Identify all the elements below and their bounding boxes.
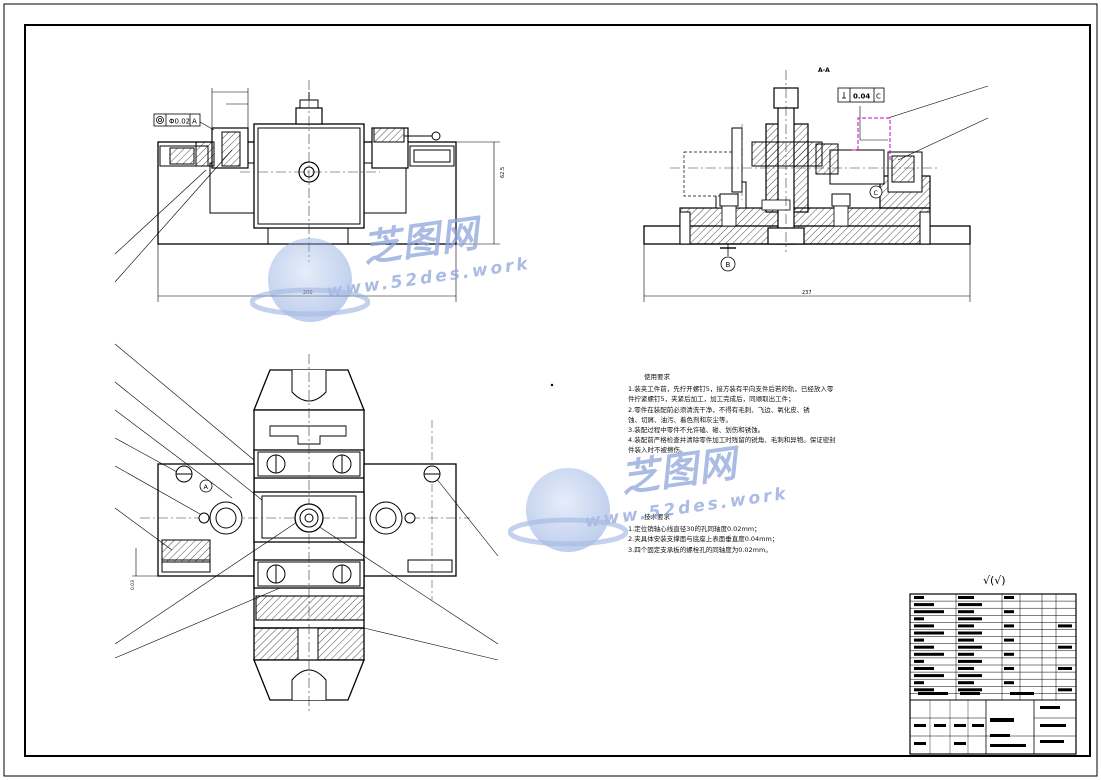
title-block-text-bar (1004, 681, 1014, 685)
title-block-text-bar (990, 718, 1014, 722)
front-view (114, 80, 500, 302)
title-block-text-bar (958, 674, 982, 678)
section-width-dimension: 237 (802, 290, 812, 296)
title-block-text-blocks (914, 596, 1072, 747)
title-block-text-bar (914, 610, 944, 614)
outer-border (3, 3, 1098, 777)
title-block-text-bar (914, 631, 944, 635)
usage-note-line: 蚀、切屑、油污、着色剂和灰尘等。 (628, 415, 732, 424)
title-block-text-bar (914, 724, 926, 727)
title-block-text-bar (914, 603, 934, 607)
flatness-tolerance-frame (837, 87, 885, 103)
title-block-text-bar (954, 742, 966, 745)
title-block-text-bar (914, 667, 934, 670)
title-block-text-bar (958, 617, 982, 621)
tech-note-line: 2.夹具体安装支撑面与底座上表面垂直度0.04mm； (628, 535, 779, 544)
highlighted-contour (852, 117, 891, 160)
usage-note-line: 件拧紧螺钉5，夹紧后加工，加工完成后，同顺取出工件； (628, 395, 795, 404)
title-block-text-bar (1010, 692, 1034, 695)
title-block-text-bar (972, 724, 984, 727)
title-block-text-bar (958, 603, 982, 607)
detail-a-bubble (199, 479, 213, 493)
title-block-text-bar (1004, 610, 1014, 614)
title-block-text-bar (1058, 645, 1072, 649)
usage-note-line: 2.零件在装配前必须清洗干净，不得有毛刺、飞边、氧化皮、锈 (628, 405, 810, 414)
title-block-text-bar (1004, 624, 1014, 628)
coaxiality-datum: A (192, 118, 197, 126)
title-block-text-bar (958, 645, 982, 649)
title-block-text-bar (1058, 667, 1072, 670)
title-block-text-bar (1004, 667, 1014, 670)
title-block-text-bar (914, 688, 934, 692)
title-block-text-bar (958, 631, 982, 635)
title-block-text-bar (914, 617, 924, 621)
title-block-text-bar (914, 645, 934, 649)
title-block-text-bar (958, 652, 974, 656)
title-block-text-bar (960, 692, 980, 695)
title-block-text-bar (914, 659, 924, 663)
datum-b-bubble (720, 256, 736, 272)
coaxiality-value: Φ0.02 (169, 118, 190, 126)
title-block-text-bar (914, 624, 934, 628)
datum-c-label: C (874, 189, 879, 197)
title-block-text-bar (1058, 688, 1072, 692)
title-block-text-bar (958, 624, 974, 628)
title-block-text-bar (958, 638, 974, 642)
title-block-text-bar (1004, 652, 1014, 656)
front-width-dimension: 200 (303, 290, 313, 296)
title-block-text-bar (914, 652, 944, 656)
tech-notes: 技术要求 1.定位销轴心线直径30的孔同轴度0.02mm； 2.夹具体安装支撑面… (628, 512, 778, 555)
title-block-text-bar (958, 596, 974, 599)
title-block-text-bar (914, 681, 924, 685)
title-block-text-bar (1040, 740, 1064, 743)
flatness-datum: C (876, 93, 881, 101)
datum-b-label: B (726, 261, 731, 269)
usage-note-line: 4.装配前严格检查并清除零件加工时残留的锐角、毛刺和异物。保证密封 (628, 436, 836, 445)
title-block-text-bar (954, 724, 966, 727)
section-view (643, 70, 989, 302)
section-label: A-A (818, 67, 830, 74)
title-block-text-bar (1004, 596, 1014, 599)
usage-note-line: 1.装夹工件前，先拧开螺钉5，接方装有平向支件后若的轨，已经放入零 (628, 385, 834, 394)
title-block-text-bar (958, 688, 982, 692)
title-block-text-bar (1004, 638, 1014, 642)
title-block-text-bar (958, 667, 974, 670)
title-block-text-bar (914, 638, 924, 642)
title-block-text-bar (958, 610, 974, 614)
title-block-text-bar (914, 742, 926, 745)
detail-a-label: A (204, 483, 209, 491)
title-block-text-bar (958, 681, 974, 685)
top-view-screws (175, 454, 441, 584)
title-block-text-bar (1040, 706, 1060, 709)
title-block-text-bar (958, 659, 982, 663)
title-block (909, 593, 1077, 755)
datum-c-bubble (869, 185, 883, 199)
tech-notes-title: 技术要求 (644, 513, 670, 521)
title-block-text-bar (1058, 624, 1072, 628)
tech-note-line: 3.四个固定支承板的螺栓孔的同轴度为0.02mm。 (628, 545, 772, 554)
usage-note-line: 件装入时不被擦伤。 (628, 446, 687, 455)
flatness-value: 0.04 (853, 93, 870, 101)
title-block-text-bar (914, 674, 944, 678)
title-block-text-bar (934, 724, 946, 727)
inner-border (24, 24, 1091, 757)
roughness-symbol: √(√) (983, 574, 1006, 587)
title-block-text-bar (1040, 724, 1066, 727)
marker-dot (550, 383, 554, 387)
usage-note-line: 3.装配过程中零件不允许磕、碰、划伤和锈蚀。 (628, 426, 765, 435)
small-dimension: 0.03 (130, 580, 136, 590)
usage-notes-title: 使用要求 (644, 373, 670, 381)
title-block-text-bar (990, 744, 1026, 747)
coaxiality-tolerance-frame (153, 113, 201, 127)
usage-notes: 使用要求 1.装夹工件前，先拧开螺钉5，接方装有平向支件后若的轨，已经放入零 件… (628, 372, 836, 456)
height-dimension: 62.5 (500, 167, 506, 178)
tech-note-line: 1.定位销轴心线直径30的孔同轴度0.02mm； (628, 525, 761, 534)
title-block-text-bar (990, 734, 1010, 737)
title-block-text-bar (914, 596, 924, 599)
title-block-text-bar (918, 692, 948, 695)
